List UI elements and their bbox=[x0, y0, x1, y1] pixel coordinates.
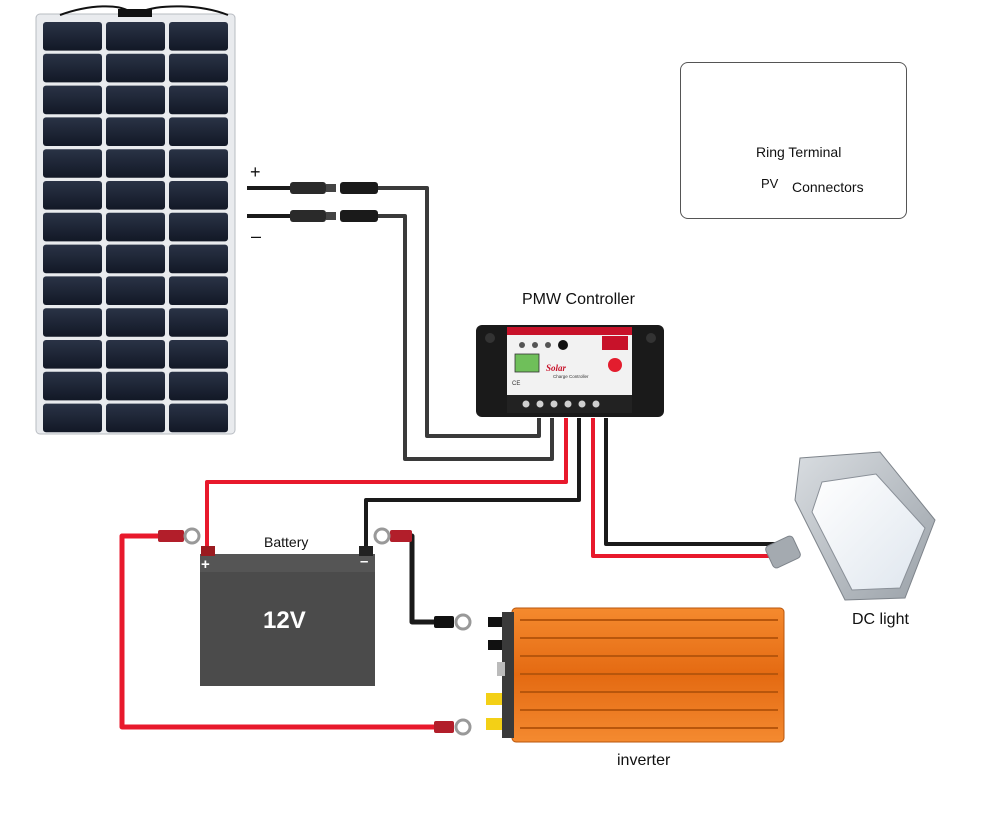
mc4-connector-icon bbox=[290, 182, 378, 222]
dc-light-label: DC light bbox=[852, 611, 909, 628]
solar-cell bbox=[106, 340, 165, 369]
solar-cell bbox=[106, 85, 165, 115]
solar-cell bbox=[106, 22, 165, 51]
solar-cell bbox=[106, 276, 165, 305]
battery-voltage: 12V bbox=[263, 607, 306, 634]
solar-cell bbox=[169, 181, 228, 210]
legend-ring-terminal-label: Ring Terminal bbox=[756, 144, 842, 160]
terminal-screw bbox=[564, 400, 572, 408]
inverter-label: inverter bbox=[617, 752, 671, 769]
solar-cell bbox=[43, 212, 102, 242]
solar-cell bbox=[169, 276, 228, 305]
solar-cell bbox=[43, 22, 102, 51]
ring-terminal-icon bbox=[158, 527, 472, 736]
solar-cell bbox=[169, 117, 228, 146]
legend-pv-label: PV bbox=[761, 176, 779, 191]
battery-wires bbox=[205, 418, 581, 552]
controller-ce-mark: CE bbox=[512, 381, 520, 387]
solar-cell bbox=[43, 181, 102, 210]
battery-positive-label: + bbox=[201, 556, 210, 573]
positive-label: + bbox=[250, 162, 261, 182]
solar-cell bbox=[169, 149, 228, 178]
battery-negative-label: – bbox=[360, 553, 369, 570]
solar-cell bbox=[169, 85, 228, 115]
solar-panel-icon bbox=[35, 5, 236, 435]
solar-cell bbox=[43, 276, 102, 305]
solar-cell bbox=[43, 308, 102, 337]
controller-subtitle: Charge Controller bbox=[553, 374, 589, 379]
legend-connectors-label: Connectors bbox=[792, 179, 864, 195]
solar-cell bbox=[169, 244, 228, 274]
solar-cell bbox=[43, 85, 102, 115]
solar-cell bbox=[169, 371, 228, 401]
controller-brand: Solar bbox=[546, 363, 567, 373]
load-wires bbox=[591, 418, 780, 558]
solar-cell bbox=[106, 308, 165, 337]
solar-cell bbox=[169, 22, 228, 51]
solar-cell bbox=[106, 181, 165, 210]
solar-cell bbox=[43, 53, 102, 83]
solar-cell bbox=[43, 403, 102, 433]
solar-cell bbox=[106, 403, 165, 433]
solar-cell bbox=[106, 212, 165, 242]
solar-cell bbox=[169, 308, 228, 337]
terminal-screw bbox=[550, 400, 558, 408]
pv-wires bbox=[247, 186, 554, 461]
solar-cell bbox=[43, 244, 102, 274]
solar-cell bbox=[169, 340, 228, 369]
solar-cell bbox=[106, 371, 165, 401]
solar-cell bbox=[43, 371, 102, 401]
terminal-screw bbox=[578, 400, 586, 408]
solar-cell bbox=[106, 244, 165, 274]
solar-cell bbox=[169, 403, 228, 433]
negative-label: – bbox=[251, 226, 262, 246]
terminal-screw bbox=[522, 400, 530, 408]
legend bbox=[680, 62, 907, 219]
solar-cell bbox=[169, 212, 228, 242]
solar-cell bbox=[43, 340, 102, 369]
terminal-screw bbox=[592, 400, 600, 408]
solar-cell bbox=[43, 117, 102, 146]
solar-cell bbox=[169, 53, 228, 83]
solar-cell bbox=[43, 149, 102, 178]
battery-icon bbox=[200, 546, 375, 686]
floodlight-icon bbox=[765, 451, 936, 601]
charge-controller-icon bbox=[476, 325, 664, 417]
terminal-screw bbox=[536, 400, 544, 408]
solar-cell bbox=[106, 53, 165, 83]
solar-cell bbox=[106, 149, 165, 178]
inverter-icon bbox=[486, 607, 785, 743]
solar-cell bbox=[106, 117, 165, 146]
battery-label: Battery bbox=[264, 534, 309, 550]
controller-label: PMW Controller bbox=[522, 291, 635, 308]
